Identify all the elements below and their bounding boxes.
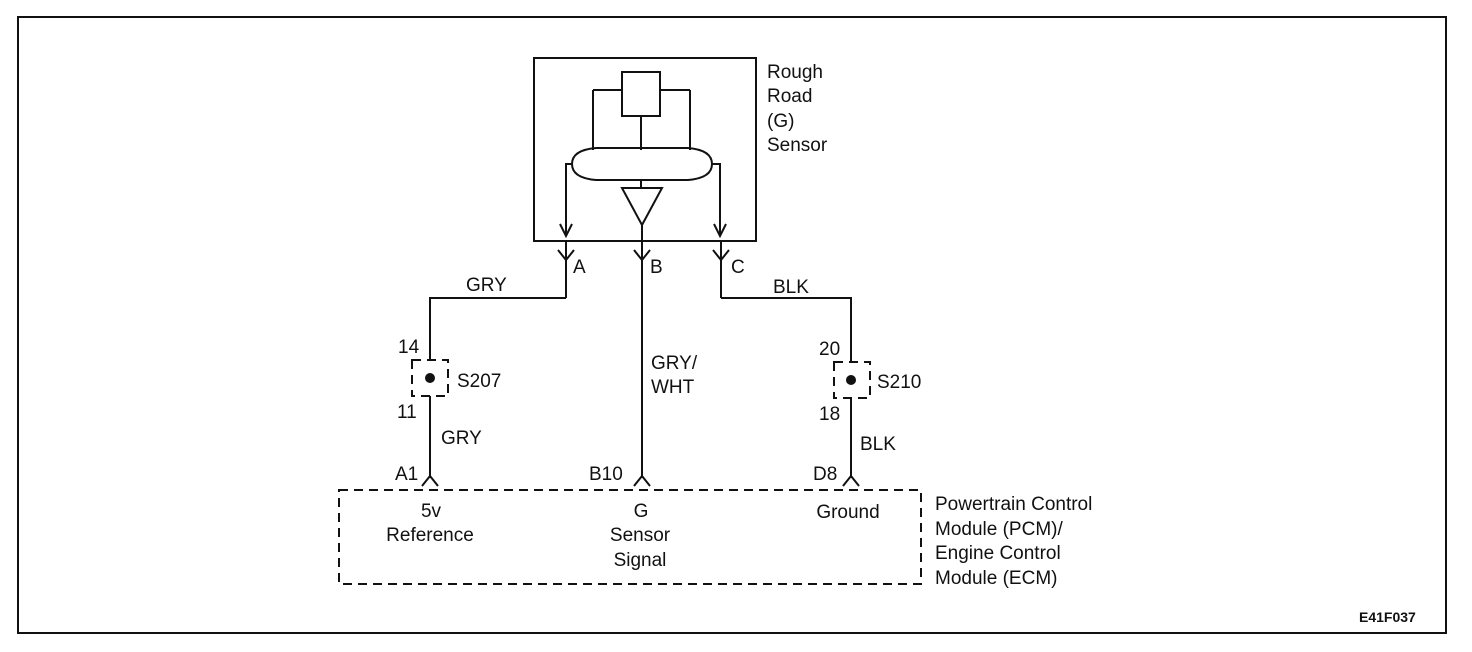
sensor-box — [533, 57, 757, 242]
module-label-line2: Module (PCM)/ — [935, 519, 1063, 540]
module-label-line4: Module (ECM) — [935, 568, 1057, 589]
pin-b10-symbol — [633, 474, 651, 487]
connector-a-symbol — [557, 241, 575, 298]
sensor-label-line2: Road — [767, 86, 812, 107]
terminal-signal-line1: G — [634, 501, 649, 522]
pin-d8-symbol — [842, 474, 860, 487]
splice-s207-dot — [425, 373, 435, 383]
outer-frame — [17, 16, 1447, 634]
pin-a-label: A — [573, 257, 586, 278]
module-label-line3: Engine Control — [935, 543, 1061, 564]
terminal-ground-line1: Ground — [816, 502, 879, 523]
figure-code: E41F037 — [1359, 609, 1416, 625]
module-pin-d8: D8 — [813, 464, 837, 485]
wire-a-lower-color-label: GRY — [441, 428, 482, 449]
wire-b-color-label-2: WHT — [651, 377, 695, 398]
splice-s210-dot — [846, 375, 856, 385]
wire-a-color-label: GRY — [466, 275, 507, 296]
splice-s207-bottom-pin: 11 — [397, 402, 417, 423]
splice-s210-name: S210 — [877, 372, 921, 393]
splice-s207-name: S207 — [457, 371, 501, 392]
splice-s210-bottom-pin: 18 — [819, 404, 840, 425]
pin-c-label: C — [731, 257, 745, 278]
splice-s207-top-pin: 14 — [398, 337, 420, 358]
connector-b-symbol — [633, 241, 651, 478]
terminal-signal-line3: Signal — [614, 550, 667, 571]
terminal-signal-line2: Sensor — [610, 525, 671, 546]
terminal-ref-line2: Reference — [386, 525, 474, 546]
sensor-internal-schematic — [559, 71, 727, 241]
wire-gry-upper — [429, 297, 566, 360]
module-pin-b10: B10 — [589, 464, 623, 485]
splice-s210-top-pin: 20 — [819, 339, 840, 360]
wire-blk-upper — [721, 297, 852, 362]
module-label-line1: Powertrain Control — [935, 494, 1092, 515]
wire-b-color-label-1: GRY/ — [651, 353, 698, 374]
sensor-label-line3: (G) — [767, 111, 794, 132]
pin-b-label: B — [650, 257, 663, 278]
wire-c-lower-color-label: BLK — [860, 434, 896, 455]
pin-a1-symbol — [421, 474, 439, 487]
wire-c-color-label: BLK — [773, 277, 809, 298]
sensor-label-line1: Rough — [767, 62, 823, 83]
module-pin-a1: A1 — [395, 464, 418, 485]
connector-c-symbol — [712, 241, 730, 298]
pcm-ecm-box — [338, 489, 922, 585]
sensor-label-line4: Sensor — [767, 135, 828, 156]
terminal-ref-line1: 5v — [421, 501, 442, 522]
